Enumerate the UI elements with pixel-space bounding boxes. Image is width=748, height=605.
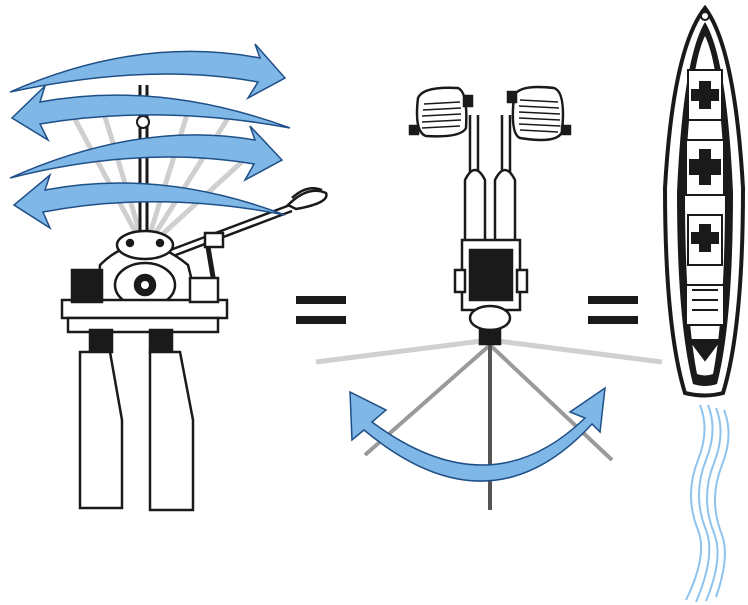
water-wake-lines (686, 405, 729, 602)
lever-fins (80, 352, 193, 510)
lever-mechanism-panel (10, 44, 326, 510)
pedal-column (455, 115, 527, 344)
rotation-arrow-left (12, 86, 290, 140)
pedal-right (508, 87, 570, 140)
rotation-arrow-left (14, 175, 285, 228)
curved-swing-arrow (350, 388, 605, 481)
rotation-arrows (10, 44, 290, 228)
pedal-left (410, 88, 472, 137)
equals-sign-icon (296, 296, 346, 324)
kayak-deck-details (686, 70, 724, 360)
kayak-hull-panel (665, 8, 743, 396)
equals-sign-icon (588, 296, 638, 324)
